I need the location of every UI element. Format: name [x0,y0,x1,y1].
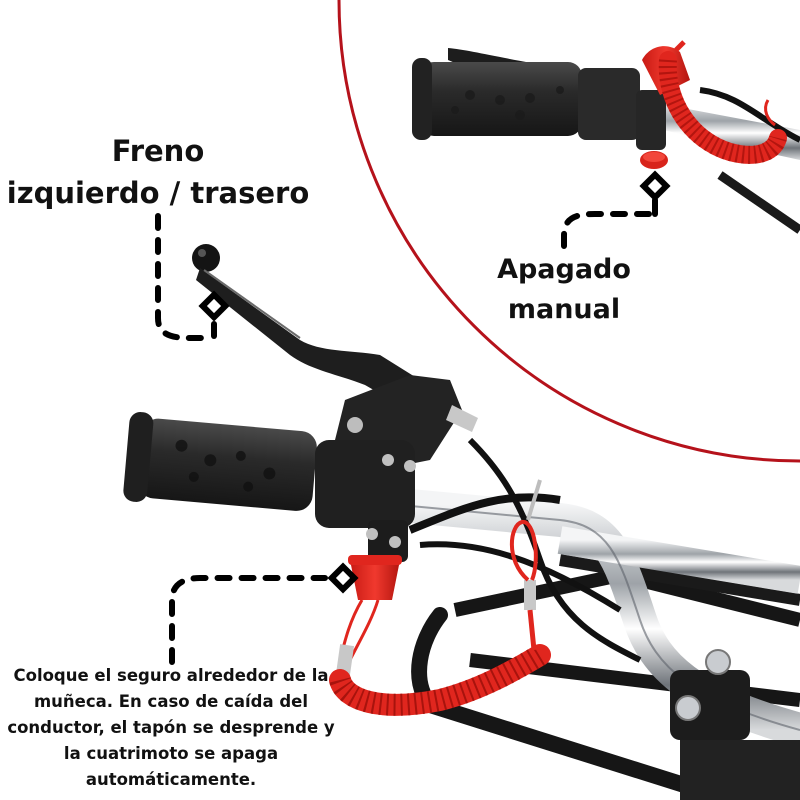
diamond-pin-icon [327,562,359,594]
callout-leader-manual-shutoff [561,170,671,249]
main-handlebar [123,244,800,800]
manual-shutoff-label: Apagado manual [484,250,644,330]
manual-shutoff-label-line1: Apagado [497,254,631,285]
inset-detail-view [337,0,800,463]
safety-lanyard-description: Coloque el seguro alrededor de la muñeca… [7,666,335,789]
manual-shutoff-label-line2: manual [507,294,621,325]
diamond-pin-icon [639,170,671,202]
callout-leader-safety-lanyard [169,562,359,665]
rear-brake-label: Freno izquierdo / trasero [0,130,316,214]
rear-brake-label-line1: Freno [111,134,205,168]
callout-leader-rear-brake [155,213,230,341]
rear-brake-label-line2: izquierdo / trasero [6,176,310,210]
diamond-pin-icon [198,290,230,322]
